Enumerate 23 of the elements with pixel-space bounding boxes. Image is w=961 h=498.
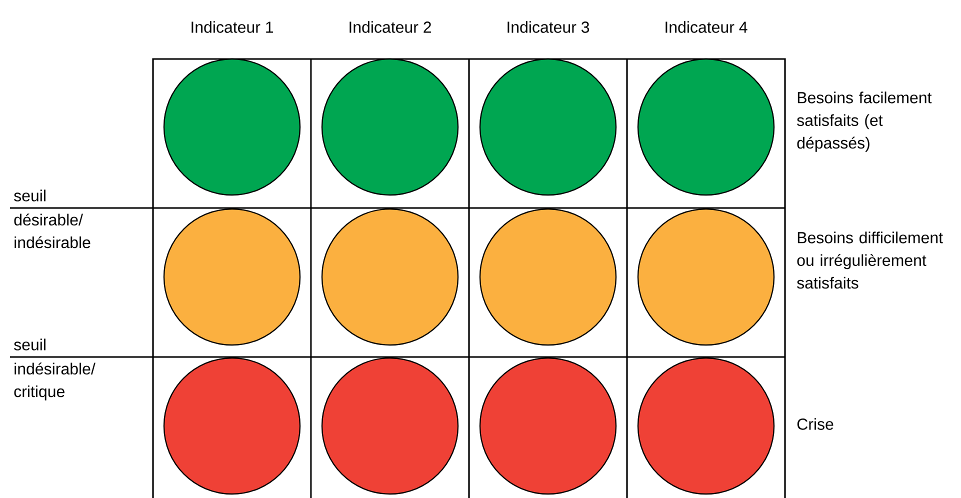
row-label: Crise [797, 418, 834, 430]
threshold-label: désirable/ indésirable [14, 214, 90, 248]
indicator-circle [479, 357, 617, 495]
indicator-circle [479, 208, 617, 346]
column-header: Indicateur 3 [508, 21, 590, 33]
indicator-circle [637, 208, 775, 346]
indicator-circle [479, 58, 617, 196]
indicator-circle [637, 58, 775, 196]
indicator-circle [321, 208, 459, 346]
indicator-circle [163, 357, 301, 495]
column-header: Indicateur 1 [192, 21, 273, 33]
column-header: Indicateur 2 [350, 21, 431, 33]
indicator-circle [321, 357, 459, 495]
row-label: Besoins difficilement ou irrégulièrement satisfaits [797, 232, 943, 289]
indicator-circle [321, 58, 459, 196]
column-header: Indicateur 4 [666, 21, 748, 33]
indicator-circle [163, 208, 301, 346]
threshold-label: indésirable/ critique [14, 362, 96, 400]
threshold-label: seuil [14, 338, 46, 350]
indicator-circle [637, 357, 775, 495]
row-label: Besoins facilement satisfaits (et dépassés) [797, 92, 932, 152]
indicator-circle [163, 58, 301, 196]
threshold-label: seuil [14, 190, 46, 202]
